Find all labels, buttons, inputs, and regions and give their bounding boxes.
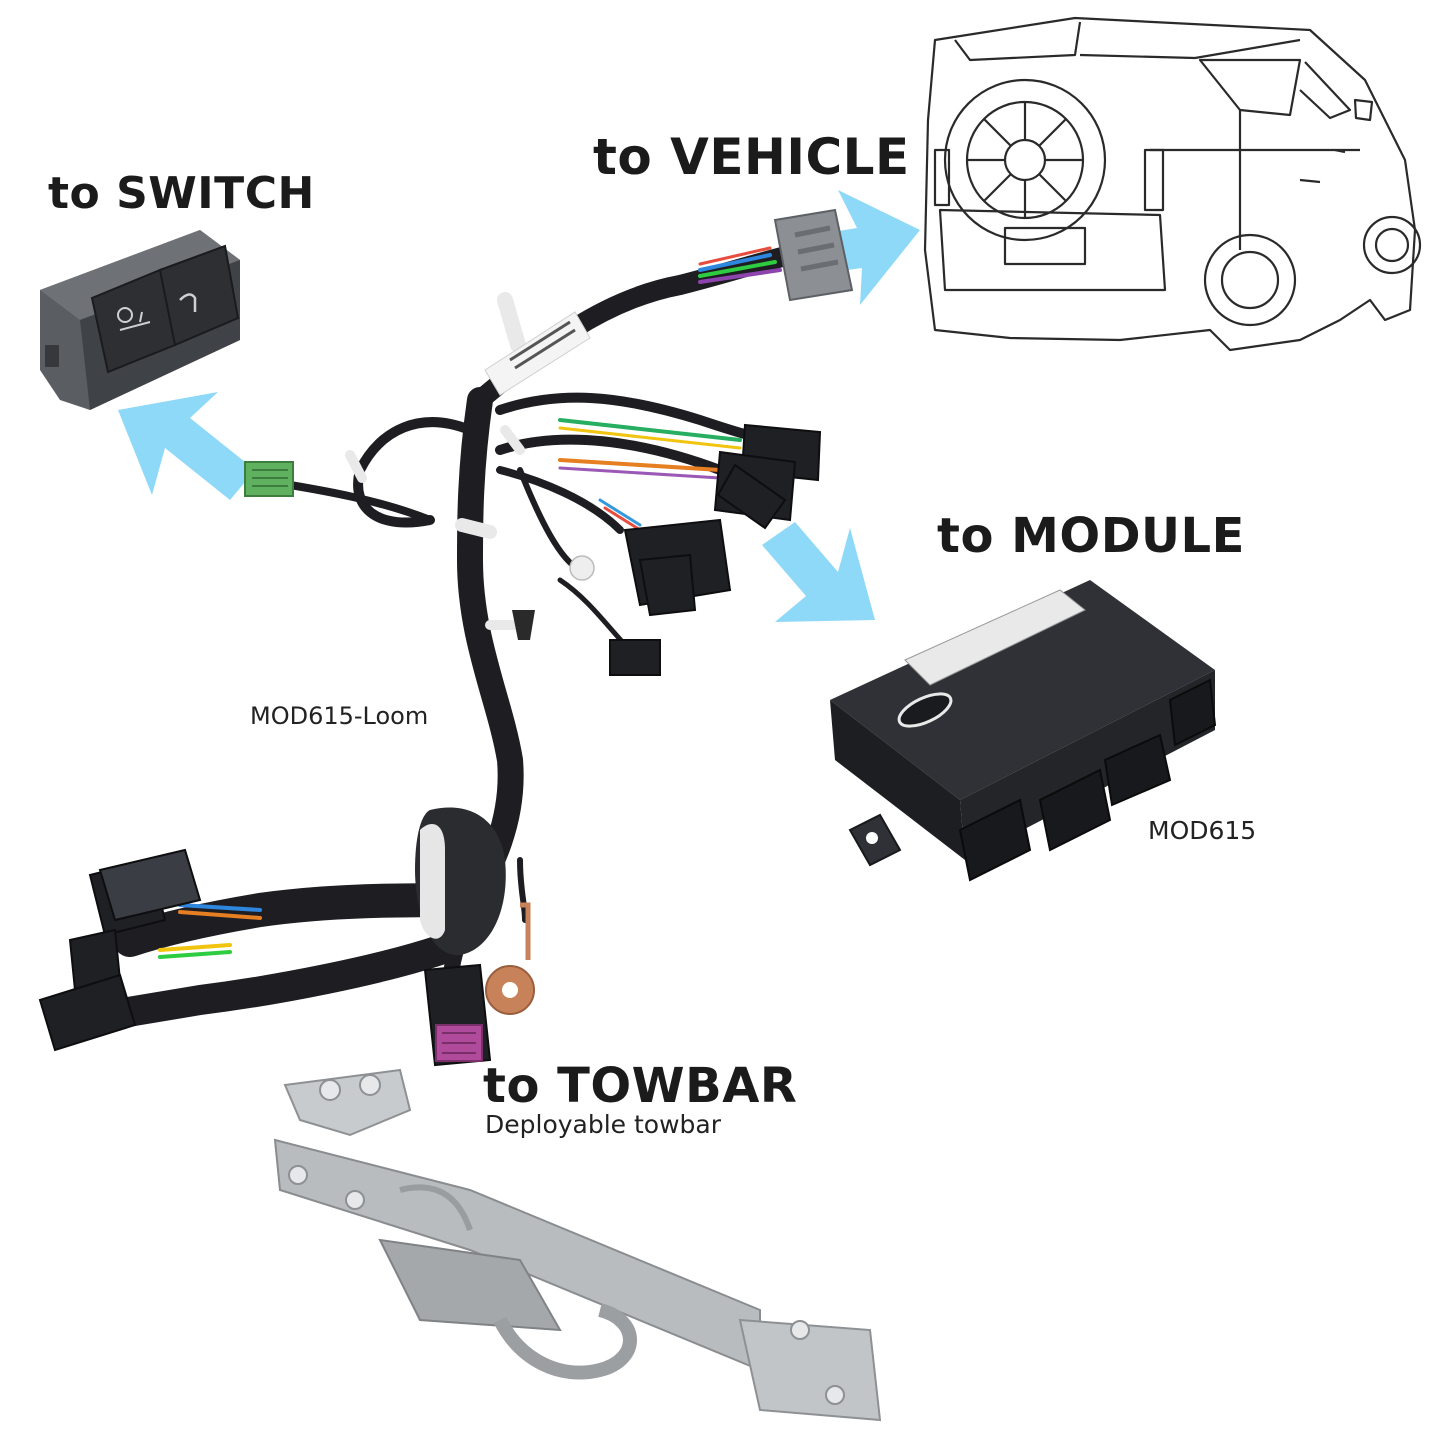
pink-connector-face: [435, 1024, 483, 1062]
harness-grommet: [415, 807, 506, 956]
switch-label: to SWITCH: [48, 168, 315, 219]
arrow-right-up-icon: [784, 190, 920, 305]
wiring-harness: [95, 245, 800, 1030]
vehicle-label: to VEHICLE: [593, 128, 910, 186]
mid-connectors: [609, 423, 822, 676]
harness-label-sticker: [484, 311, 591, 396]
ring-terminal: [485, 902, 535, 1015]
module-unit: [830, 580, 1217, 882]
towbar-sublabel: Deployable towbar: [485, 1110, 722, 1139]
arrow-right-down-icon: [762, 522, 875, 622]
arrow-left-up-icon: [118, 392, 255, 500]
module-label: to MODULE: [937, 508, 1245, 564]
vehicle-drawing: [923, 16, 1422, 352]
towbar-label: to TOWBAR: [483, 1058, 798, 1114]
green-connector: [244, 461, 294, 497]
harness-clips: [512, 555, 595, 640]
switch-unit: [40, 230, 240, 410]
module-part-label: MOD615: [1148, 816, 1257, 845]
towbar-assembly: [273, 1068, 882, 1422]
vehicle-connector: [773, 208, 854, 302]
loom-part-label: MOD615-Loom: [250, 702, 429, 730]
